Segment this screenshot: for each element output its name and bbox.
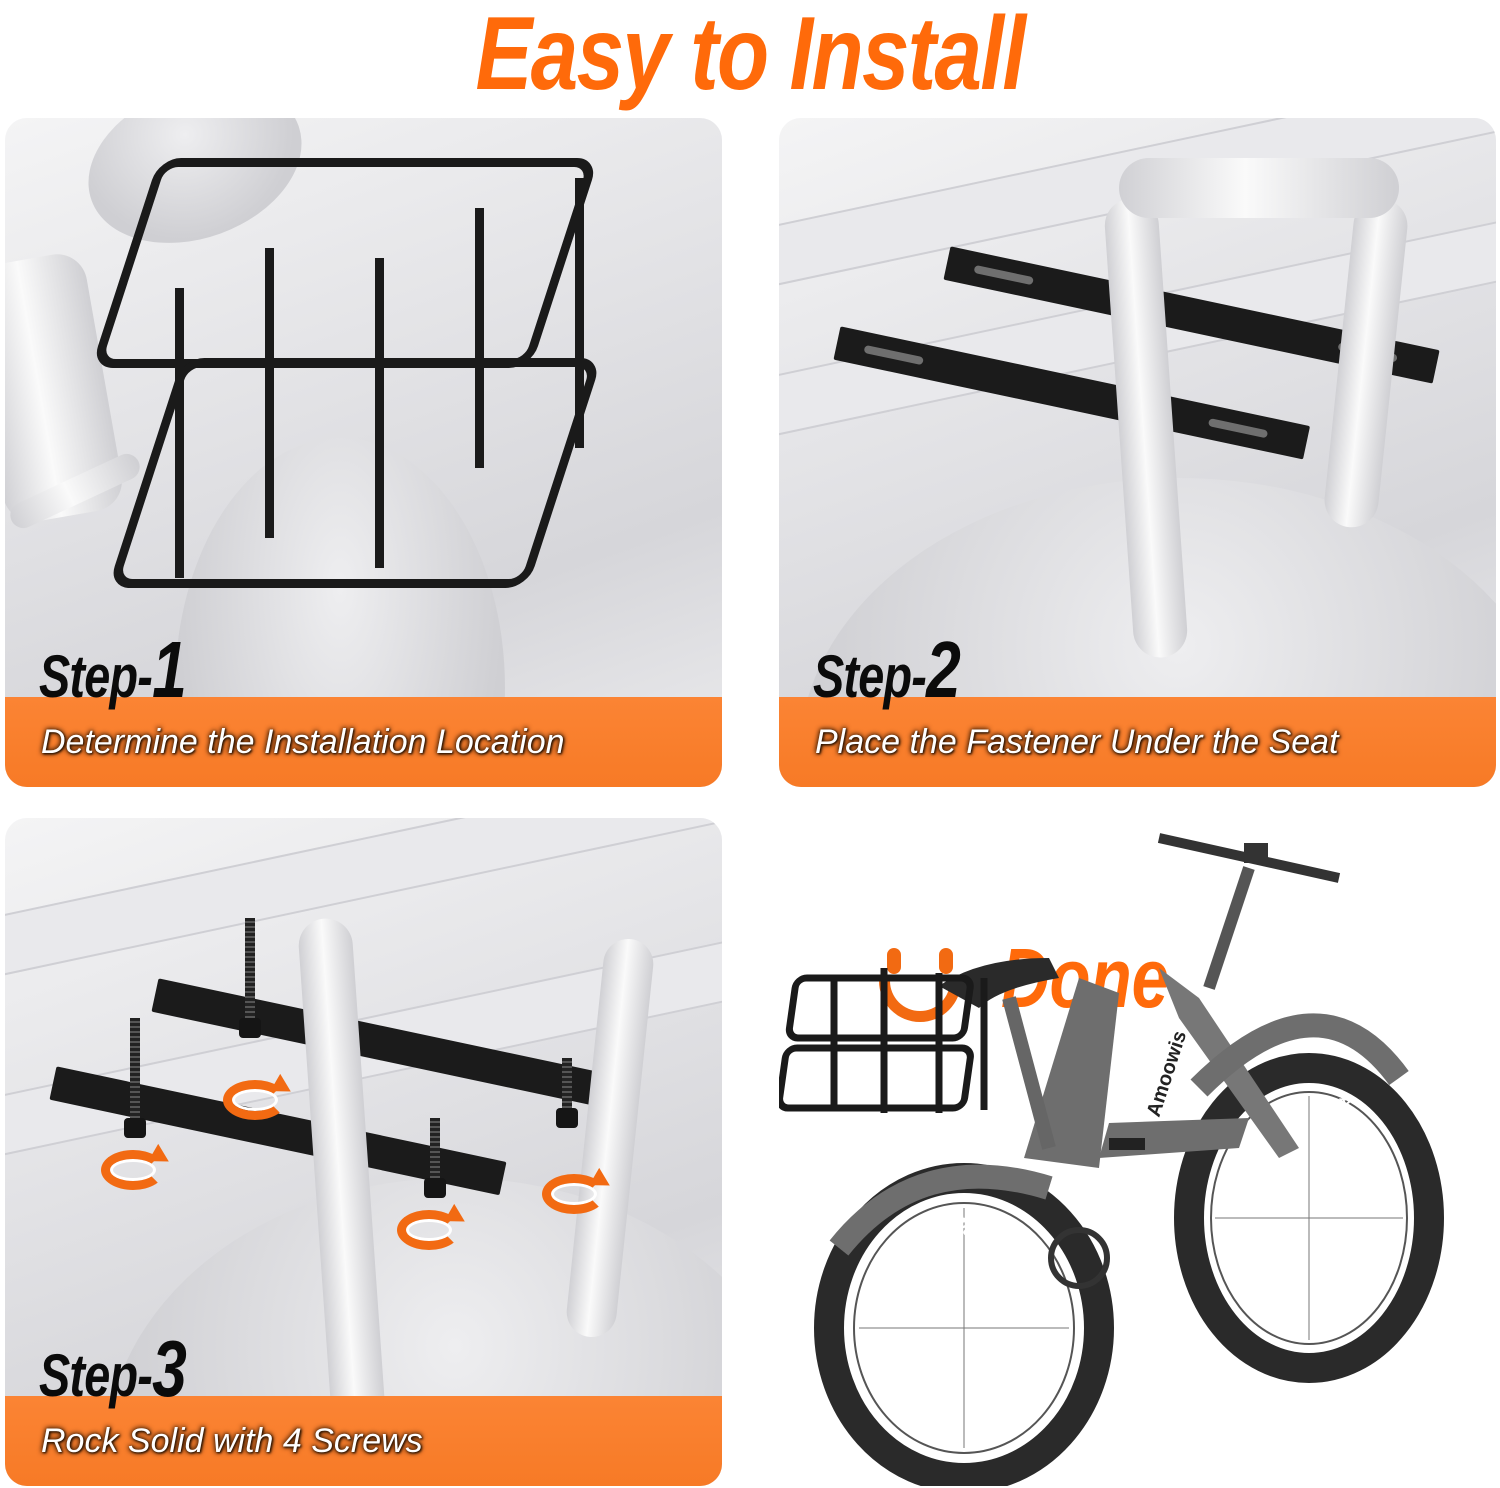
step-3-description: Rock Solid with 4 Screws [41, 1422, 423, 1460]
step-2-band [779, 697, 1496, 787]
ebike-with-basket-illustration: Amoowis Amoowis Amoowis [779, 833, 1444, 1486]
nut [556, 1108, 578, 1128]
tire-brand-text: Amoowis [946, 1202, 996, 1272]
step-3-label: Step-3 [39, 1324, 187, 1413]
step-2-panel: Step-2 Place the Fastener Under the Seat [779, 118, 1496, 787]
rotate-arrow-icon [101, 1150, 165, 1190]
nut [124, 1118, 146, 1138]
screw [562, 1058, 572, 1118]
rotate-arrow-icon [223, 1080, 287, 1120]
done-panel: Done [779, 818, 1496, 1486]
page-title: Easy to Install [475, 0, 1027, 112]
step-1-panel: Step-1 Determine the Installation Locati… [5, 118, 722, 787]
step-1-description: Determine the Installation Location [41, 723, 565, 761]
screw [130, 1018, 140, 1128]
step-2-label: Step-2 [813, 625, 961, 714]
frame-brand-text: Amoowis [1143, 1028, 1191, 1119]
step-1-label: Step-1 [39, 625, 187, 714]
basket-illustration [90, 138, 603, 598]
step-1-band [5, 697, 722, 787]
rotate-arrow-icon [397, 1210, 461, 1250]
rotate-arrow-icon [542, 1174, 606, 1214]
step-3-band [5, 1396, 722, 1486]
nut [424, 1178, 446, 1198]
nut [239, 1018, 261, 1038]
screw [430, 1118, 440, 1188]
step-3-panel: Step-3 Rock Solid with 4 Screws [5, 818, 722, 1486]
rack-loop [1119, 158, 1399, 218]
screw [245, 918, 255, 1028]
step-2-description: Place the Fastener Under the Seat [815, 723, 1339, 761]
